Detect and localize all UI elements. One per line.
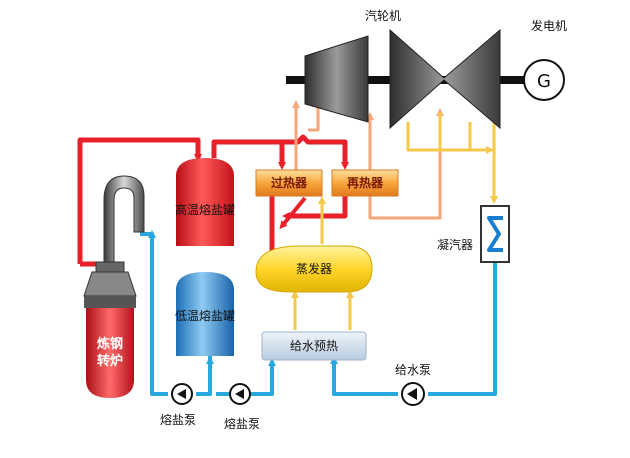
hot-salt-pipe-diagonal (279, 196, 307, 230)
converter-vessel (86, 308, 134, 398)
evaporator-body (255, 245, 373, 293)
feedwater-pipe-2 (330, 356, 398, 396)
condenser-coil-icon (487, 216, 503, 252)
cold-salt-pipe-converter-loop (140, 232, 168, 396)
label-reheater: 再热器 (347, 175, 384, 190)
steam-pipe-turbine-out (406, 122, 494, 154)
label-converter: 炼钢转炉 (97, 336, 123, 369)
converter-chimney (103, 175, 145, 263)
converter-cone (83, 271, 137, 297)
hot-salt-pipe-converter-to-hot-tank (77, 137, 202, 264)
salt-pump-2 (229, 383, 251, 405)
feed-pump (401, 382, 425, 406)
pump-arrow-icon (235, 389, 244, 399)
converter-collar (95, 261, 125, 273)
cold-salt-pipes (140, 230, 497, 396)
label-salt-pump-2: 熔盐泵 (224, 416, 260, 431)
steam-pipe-reheater-loop (368, 108, 444, 220)
salt-pump-1 (171, 383, 193, 405)
text-labels: 汽轮机 发电机 过热器 再热器 高温熔盐罐 低温熔盐罐 蒸发器 凝汽器 给水预热… (97, 8, 567, 431)
pump-arrow-icon (177, 389, 186, 399)
hot-salt-tank (176, 158, 234, 246)
turbine-hp-stage (304, 35, 369, 123)
label-salt-pump-1: 熔盐泵 (160, 412, 196, 427)
converter (83, 175, 145, 398)
label-generator: 发电机 (531, 18, 567, 33)
pump-arrow-icon (407, 388, 417, 400)
turbine-group: G (286, 28, 565, 130)
steam-pipe-turbine-down (308, 104, 320, 132)
steam-cold-pipes (291, 112, 498, 330)
hot-salt-pipe-tank-to-superheater (211, 139, 286, 170)
label-hot-tank: 高温熔盐罐 (175, 202, 235, 217)
label-feed-pump: 给水泵 (395, 363, 431, 377)
generator-symbol: G (537, 71, 551, 92)
cold-salt-pipe-pump2 (250, 362, 274, 396)
converter-ring (84, 296, 136, 308)
reheater-box (331, 169, 399, 197)
label-cold-tank: 低温熔盐罐 (175, 308, 235, 323)
label-evaporator: 蒸发器 (296, 261, 332, 276)
preheater-box (261, 331, 367, 361)
superheater-box (255, 169, 323, 197)
feedwater-pipe (428, 262, 497, 396)
hot-salt-pipe-reheater-return (282, 196, 348, 220)
label-superheater: 过热器 (271, 175, 308, 190)
generator-circle (523, 59, 565, 101)
hot-salt-pipe-to-reheater (282, 134, 349, 170)
cold-salt-pipe-tank-to-pump1 (196, 356, 212, 396)
cold-salt-tank (176, 272, 234, 356)
label-preheater: 给水预热 (290, 339, 338, 353)
label-condenser: 凝汽器 (437, 237, 473, 252)
turbine-lp-stage (389, 28, 501, 130)
steam-hot-pipes (292, 100, 444, 220)
condenser (480, 205, 510, 263)
label-turbine: 汽轮机 (365, 8, 401, 23)
